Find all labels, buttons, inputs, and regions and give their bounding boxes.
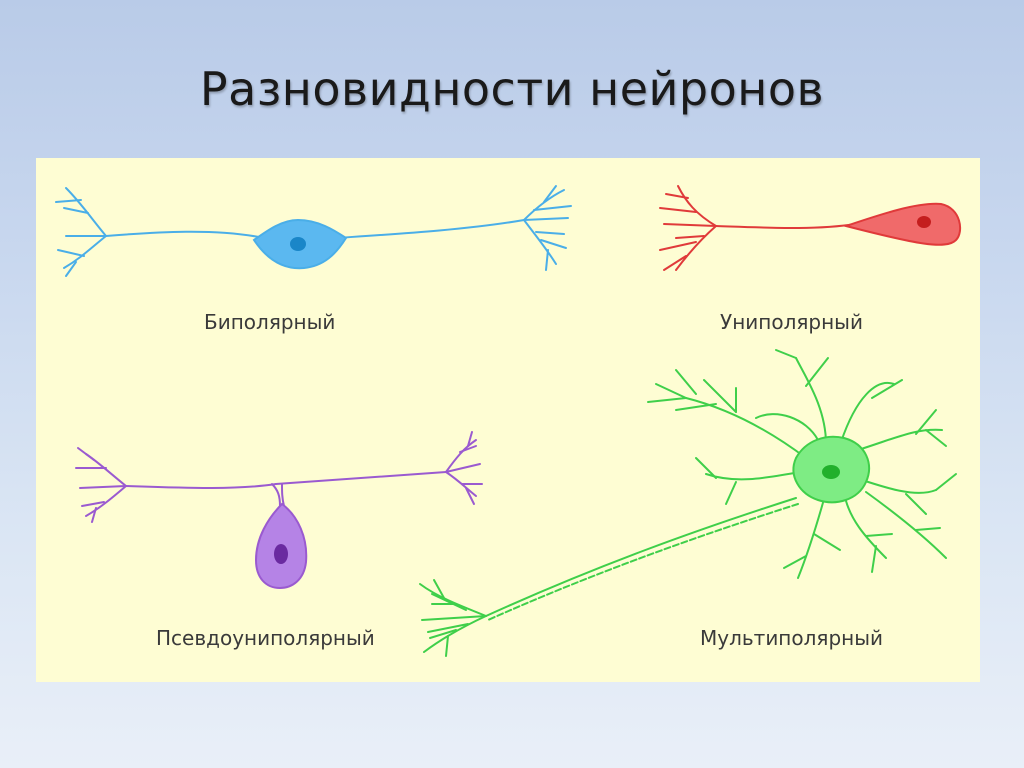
label-unipolar: Униполярный bbox=[720, 310, 863, 334]
pseudounipolar-neuron bbox=[75, 431, 483, 590]
neuron-diagram bbox=[55, 185, 962, 657]
label-pseudounipolar: Псевдоуниполярный bbox=[156, 626, 375, 650]
neuron-diagram-panel: Биполярный Униполярный Псевдоуниполярный… bbox=[36, 158, 980, 682]
bipolar-neuron bbox=[55, 185, 572, 277]
label-bipolar: Биполярный bbox=[204, 310, 336, 334]
slide-title: Разновидности нейронов bbox=[199, 62, 825, 116]
multipolar-neuron bbox=[419, 349, 957, 657]
unipolar-neuron bbox=[659, 185, 962, 271]
label-multipolar: Мультиполярный bbox=[700, 626, 883, 650]
